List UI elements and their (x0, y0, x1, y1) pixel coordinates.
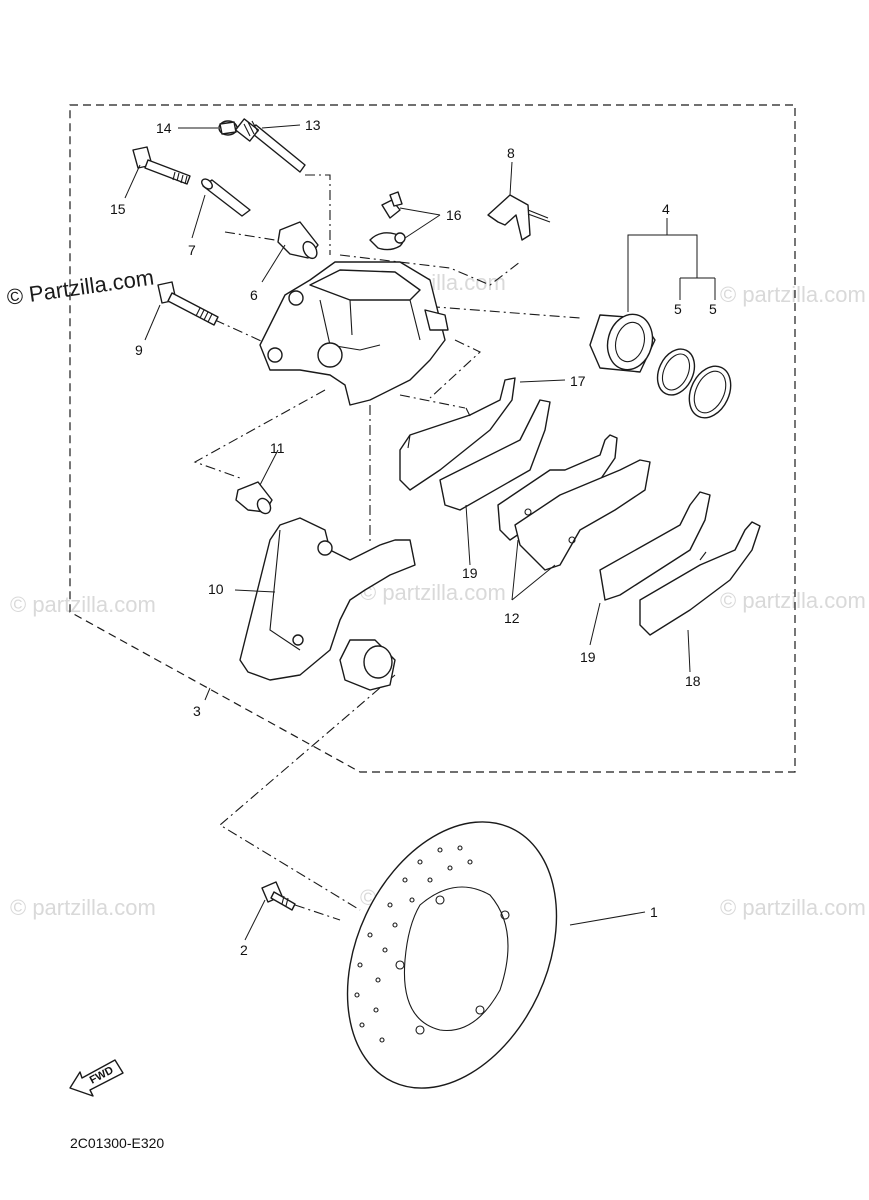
assembly-line (193, 389, 326, 479)
part-8-clip (487, 194, 551, 241)
assembly-boundary (69, 104, 796, 773)
watermark-faint: © partzilla.com (720, 282, 866, 307)
part-18-shim (639, 521, 761, 636)
callout-18: 18 (685, 673, 701, 689)
part-9-bolt (157, 281, 219, 326)
part-1-brake-disc (346, 821, 558, 1089)
assembly-line (399, 394, 466, 409)
callout-5b: 5 (709, 301, 717, 317)
part-19-pad (599, 491, 711, 601)
callout-19b: 19 (580, 649, 596, 665)
callout-12: 12 (504, 610, 520, 626)
assembly-line (409, 304, 581, 319)
part-2-bolt (261, 881, 296, 911)
part-15-bolt (132, 146, 191, 185)
callout-1: 1 (650, 904, 658, 920)
caliper-body (259, 261, 449, 406)
part-17-shim (399, 377, 516, 491)
callout-2: 2 (240, 942, 248, 958)
callout-19a: 19 (462, 565, 478, 581)
watermark-faint: © partzilla.com (720, 895, 866, 920)
part-5-seal (688, 365, 732, 419)
callout-13: 13 (305, 117, 321, 133)
part-12-pad-set (497, 434, 651, 571)
part-11-boot (235, 481, 273, 515)
leader-lines (124, 124, 716, 941)
callout-4: 4 (662, 201, 670, 217)
callout-3: 3 (193, 703, 201, 719)
fwd-arrow-icon: FWD (69, 1059, 124, 1097)
assembly-line (294, 904, 341, 921)
watermark-faint: © partzilla.com (720, 588, 866, 613)
assembly-line (429, 339, 481, 399)
part-13-pin (234, 118, 306, 173)
watermark-faint: © partzilla.com (10, 592, 156, 617)
assembly-line (219, 674, 396, 911)
callout-14: 14 (156, 120, 172, 136)
callout-5a: 5 (674, 301, 682, 317)
part-14-cap (218, 120, 238, 136)
callout-10: 10 (208, 581, 224, 597)
callout-7: 7 (188, 242, 196, 258)
disc-holes (354, 845, 473, 1043)
diagram-code: 2C01300-E320 (70, 1135, 164, 1151)
part-16-bleeder (369, 191, 406, 251)
callout-8: 8 (507, 145, 515, 161)
callout-6: 6 (250, 287, 258, 303)
watermark-faint: © partzilla.com (10, 895, 156, 920)
part-7-sleeve (201, 178, 251, 217)
part-6-boot (277, 221, 319, 260)
callout-16: 16 (446, 207, 462, 223)
assembly-line (224, 231, 276, 241)
assembly-line (305, 174, 331, 255)
callout-11: 11 (270, 440, 285, 456)
watermark-main: © Partzilla.com (5, 265, 155, 310)
part-19-pad (439, 399, 551, 511)
callout-9: 9 (135, 342, 143, 358)
callout-17: 17 (570, 373, 586, 389)
callout-15: 15 (110, 201, 126, 217)
watermark-faint: © partzilla.com (360, 580, 506, 605)
part-10-bracket (239, 517, 416, 691)
part-4-piston (589, 313, 656, 373)
part-5-seal (656, 348, 696, 396)
